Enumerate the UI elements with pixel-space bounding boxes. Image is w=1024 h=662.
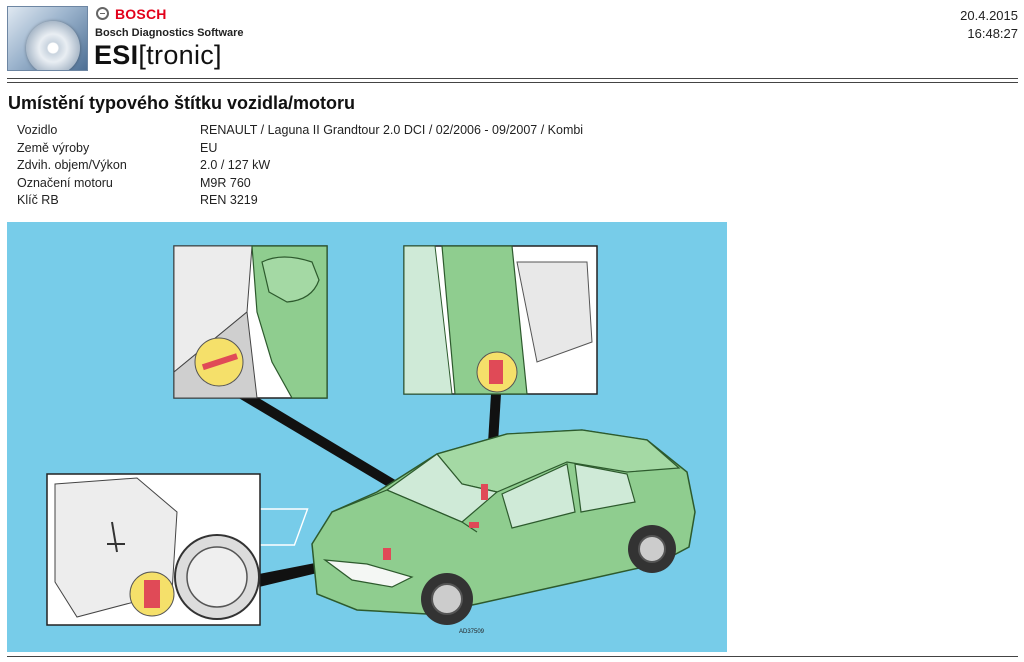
info-row-country: Země výroby EU: [17, 141, 717, 159]
info-label: Vozidlo: [17, 123, 58, 137]
car-headlight: [322, 559, 414, 588]
brand-name: BOSCH: [115, 6, 167, 22]
info-value: REN 3219: [200, 193, 258, 207]
detail-panel-windshield: [173, 245, 328, 399]
info-row-rb-key: Klíč RB REN 3219: [17, 193, 717, 211]
footer-divider: [7, 656, 1018, 657]
header-divider: [7, 78, 1018, 79]
info-label: Klíč RB: [17, 193, 59, 207]
figure-code: AD37509: [459, 629, 485, 635]
car-side-window-front: [501, 463, 576, 529]
software-subtitle: Bosch Diagnostics Software: [95, 27, 244, 39]
product-logo-image: [7, 6, 88, 71]
rear-wheel-rim: [638, 535, 666, 563]
info-value: RENAULT / Laguna II Grandtour 2.0 DCI / …: [200, 123, 584, 137]
page-title: Umístění typového štítku vozidla/motoru: [8, 93, 356, 113]
plate-marker-engine: [383, 548, 391, 560]
front-wheel-rim: [431, 583, 463, 615]
info-label: Země výroby: [17, 140, 90, 155]
detail-panel-engine: [46, 473, 261, 626]
disc-icon: [26, 21, 80, 70]
plate-marker-pillar: [481, 484, 488, 500]
product-name-bold: ESI: [94, 40, 139, 70]
info-row-vehicle: Vozidlo RENAULT / Laguna II Grandtour 2.…: [17, 123, 717, 141]
info-row-engine-code: Označení motoru M9R 760: [17, 176, 717, 194]
report-time: 16:48:27: [967, 26, 1018, 41]
plate-location-diagram: AD37509: [7, 222, 727, 652]
info-label: Označení motoru: [17, 175, 113, 190]
info-value: M9R 760: [200, 175, 251, 190]
info-row-displacement-power: Zdvih. objem/Výkon 2.0 / 127 kW: [17, 158, 717, 176]
info-value: 2.0 / 127 kW: [200, 158, 271, 172]
product-name-rest: [tronic]: [138, 40, 222, 70]
vehicle-info-table: Vozidlo RENAULT / Laguna II Grandtour 2.…: [17, 123, 717, 211]
bosch-logo-icon: [96, 7, 109, 20]
plate-marker-windshield: [469, 522, 479, 528]
header-divider-secondary: [7, 82, 1018, 83]
product-name: ESI[tronic]: [94, 40, 222, 71]
report-date: 20.4.2015: [960, 8, 1018, 23]
car-side-window-rear: [574, 463, 636, 513]
detail-panel-pillar: [403, 245, 598, 395]
info-value: EU: [200, 140, 218, 155]
car-illustration: AD37509: [233, 429, 696, 635]
header: BOSCH Bosch Diagnostics Software ESI[tro…: [0, 0, 1024, 78]
info-label: Zdvih. objem/Výkon: [17, 158, 127, 172]
